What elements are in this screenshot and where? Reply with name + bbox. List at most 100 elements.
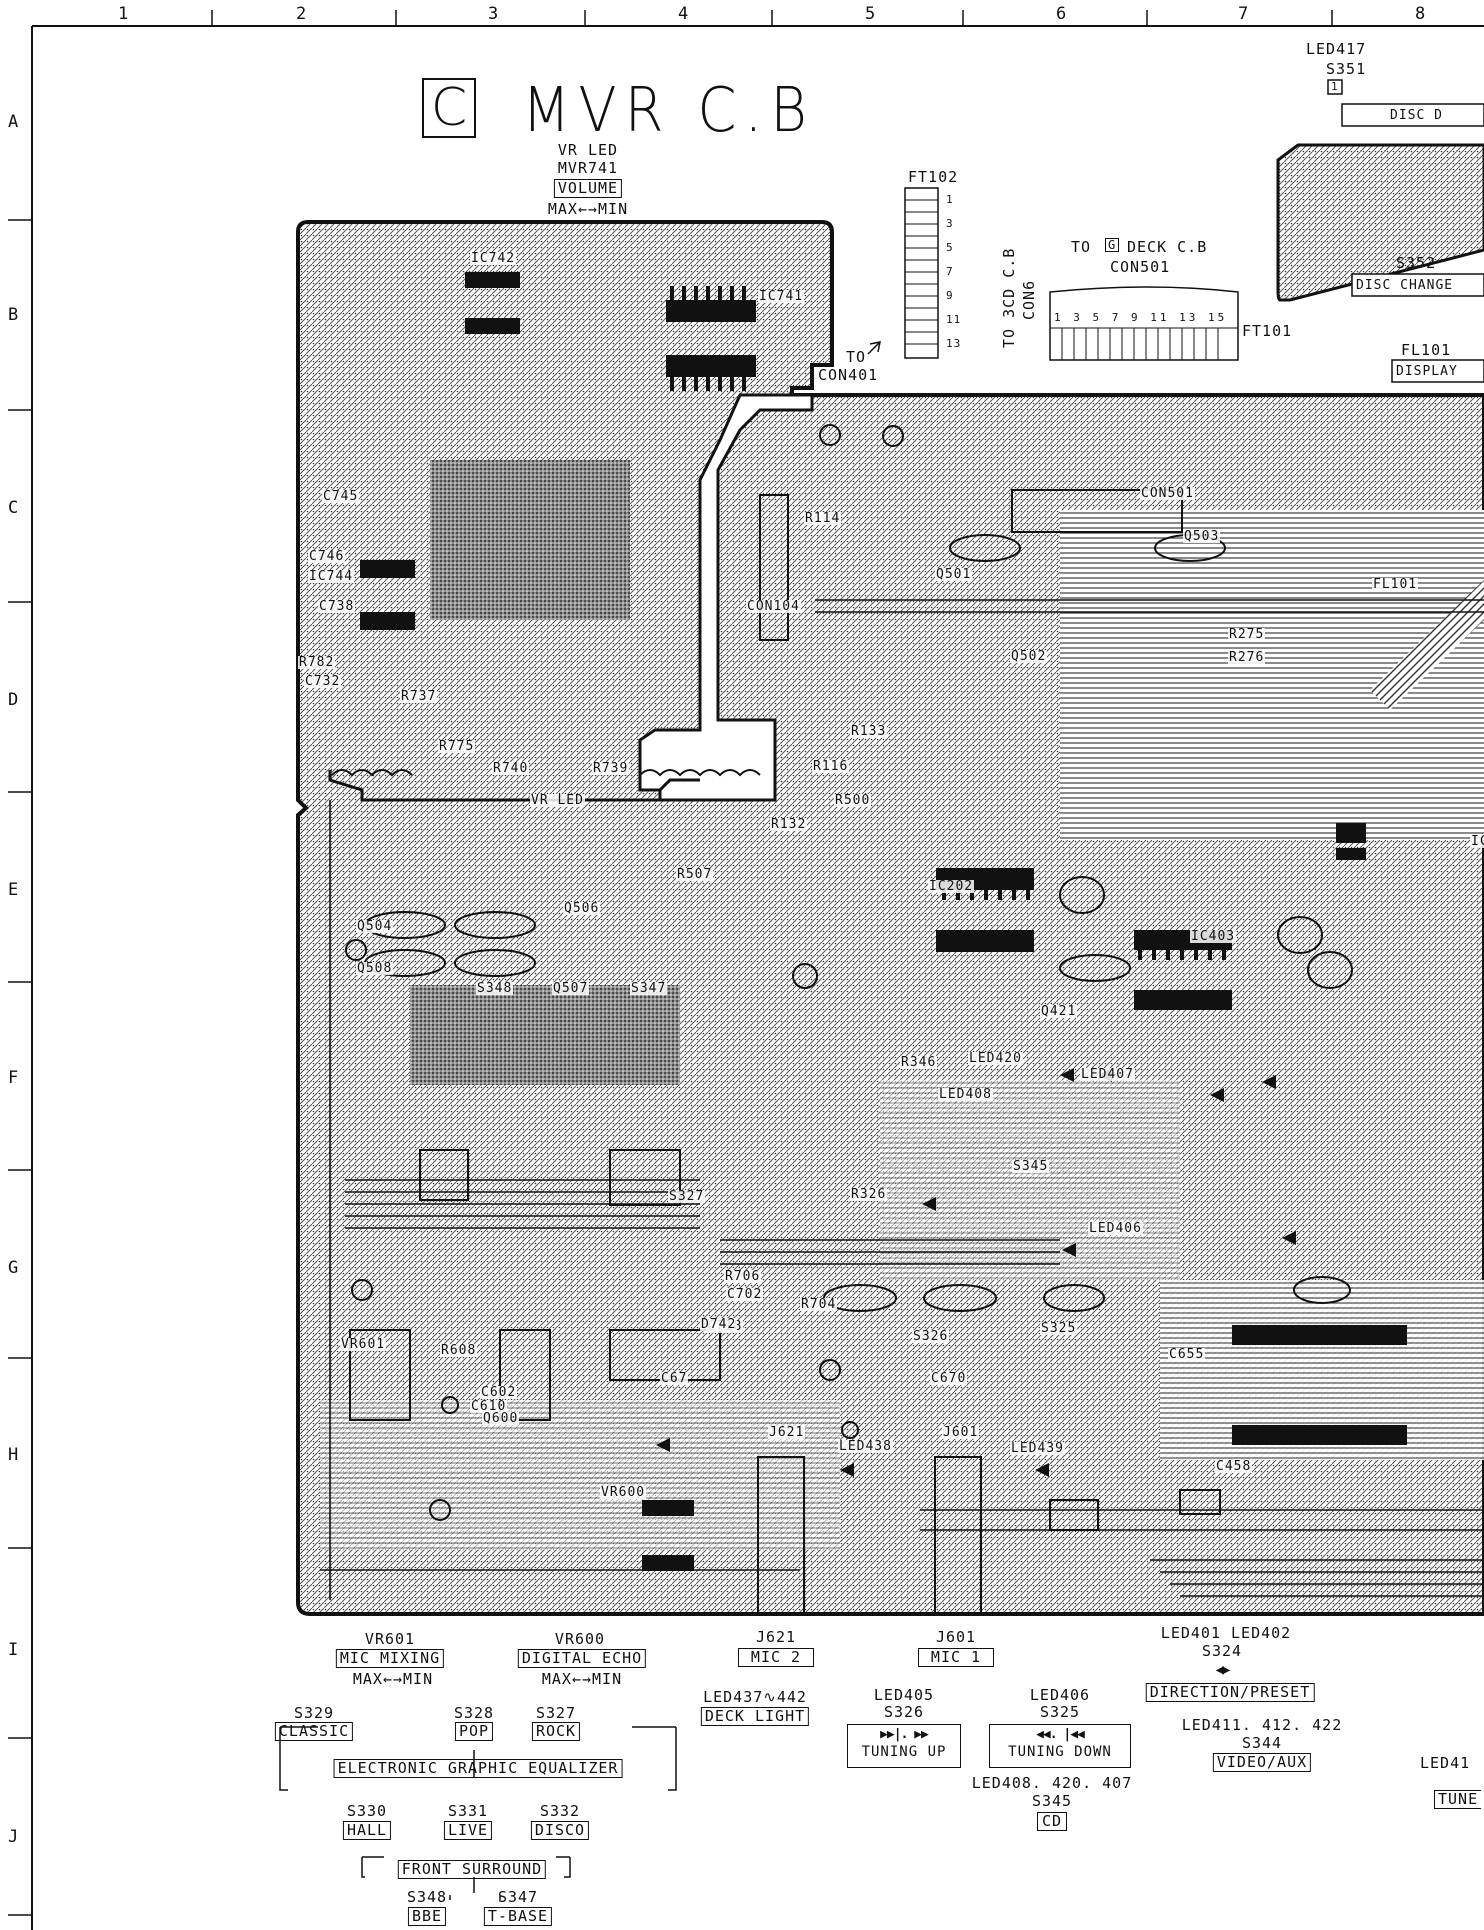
con401-label: CON401 [818,366,879,384]
ruler-row-A: A [8,112,19,132]
graphic-equalizer-box: ELECTRONIC GRAPHIC EQUALIZER [333,1759,623,1778]
component-label-j601: J601 [942,1425,980,1440]
deck-to-label: TO [1071,238,1092,256]
bbe-box: BBE [407,1907,447,1926]
ruler-column-1: 1 [118,4,129,24]
j621-ref: J621 [755,1628,797,1646]
component-label-s348: S348 [476,981,514,996]
tuning-up-box: ▶▶|. ▶▶ TUNING UP [847,1724,961,1768]
ft102-pin-9: 9 [946,289,954,302]
hall-box: HALL [342,1821,392,1840]
component-label-r706: R706 [724,1269,762,1284]
video-aux-box: VIDEO/AUX [1212,1753,1312,1772]
component-label-q508: Q508 [356,961,394,976]
component-label-r740: R740 [492,761,530,776]
mic1-box: MIC 1 [918,1648,994,1667]
ruler-row-E: E [8,880,19,900]
ft102-pin-5: 5 [946,241,954,254]
ruler-row-F: F [8,1068,19,1088]
component-label-j621: J621 [768,1425,806,1440]
mic-mixing-box: MIC MIXING [335,1649,445,1668]
rock-box: ROCK [531,1722,581,1741]
ft102-pin-11: 11 [946,313,962,326]
ruler-column-3: 3 [488,4,499,24]
tuning-up-symbol: ▶▶|. ▶▶ [880,1727,929,1742]
led417-label: LED417 [1306,40,1367,58]
component-label-ic741: IC741 [758,289,805,304]
component-label-r704: R704 [800,1297,838,1312]
page-title: MVR C.B [522,74,815,147]
ruler-row-H: H [8,1445,19,1465]
component-label-con501: CON501 [1140,486,1195,501]
component-label-r500: R500 [834,793,872,808]
component-label-s345: S345 [1012,1159,1050,1174]
tuning-down-box: ◀◀. |◀◀ TUNING DOWN [989,1724,1131,1768]
s347-ref: S347 [497,1888,539,1906]
component-label-c746: C746 [308,549,346,564]
disc-box: DISC D [1390,108,1443,123]
mic-mixing-range: MAX←→MIN [352,1670,434,1688]
ft102-pin-1: 1 [946,193,954,206]
tuning-up-label: TUNING UP [861,1744,947,1760]
component-label-ic201: IC201 [1470,835,1484,848]
component-label-c458: C458 [1215,1459,1253,1474]
s352-label: S352 [1396,254,1437,272]
deck-light-box: DECK LIGHT [700,1707,810,1726]
ft102-pin-7: 7 [946,265,954,278]
s348-ref: S348 [406,1888,448,1906]
pop-box: POP [454,1722,494,1741]
component-label-ic202: IC202 [928,879,975,894]
component-label-c702: C702 [726,1287,764,1302]
to-label: TO [846,348,867,366]
component-label-q506: Q506 [563,901,601,916]
vr-led-label: VR LED [557,141,619,159]
s344-ref: S344 [1241,1734,1283,1752]
classic-box: CLASSIC [274,1722,354,1741]
component-label-r275: R275 [1228,627,1266,642]
s328-ref: S328 [453,1704,495,1722]
component-label-d742: D742 [700,1317,738,1332]
component-label-ic744: IC744 [308,569,355,584]
ft102-pin-13: 13 [946,337,962,350]
volume-box: VOLUME [553,179,623,198]
s344-leds: LED411. 412. 422 [1181,1716,1343,1734]
component-label-vr601: VR601 [340,1337,387,1352]
component-label-r775: R775 [438,739,476,754]
ruler-row-C: C [8,498,19,518]
direction-preset-box: DIRECTION/PRESET [1145,1683,1315,1702]
component-label-s327: S327 [668,1189,706,1204]
component-label-c745: C745 [322,489,360,504]
component-label-r346: R346 [900,1055,938,1070]
mvr741-label: MVR741 [557,159,619,177]
vr601-ref: VR601 [364,1630,416,1648]
disco-box: DISCO [530,1821,590,1840]
component-label-con104: CON104 [746,599,801,614]
component-label-r326: R326 [850,1187,888,1202]
component-label-vr-led: VR LED [530,793,585,808]
component-label-r507: R507 [676,867,714,882]
component-label-r782: R782 [298,655,336,670]
fl101-label: FL101 [1401,341,1452,359]
live-box: LIVE [443,1821,493,1840]
ft101-label: FT101 [1242,322,1293,340]
component-label-r608: R608 [440,1343,478,1358]
led405-label: LED405 [873,1686,935,1704]
disc-change-box: DISC CHANGE [1356,278,1454,293]
s326-ref: S326 [883,1703,925,1721]
component-label-led408: LED408 [938,1087,993,1102]
component-label-led438: LED438 [838,1439,893,1454]
s345-ref: S345 [1031,1792,1073,1810]
component-label-c732: C732 [304,674,342,689]
component-label-q600: Q600 [482,1411,520,1426]
s332-ref: S332 [539,1802,581,1820]
s330-ref: S330 [346,1802,388,1820]
s324-ref: S324 [1201,1642,1243,1660]
digital-echo-box: DIGITAL ECHO [517,1649,647,1668]
component-label-r133: R133 [850,724,888,739]
vr600-ref: VR600 [554,1630,606,1648]
component-label-q503: Q503 [1183,529,1221,544]
volume-range: MAX←→MIN [547,200,629,218]
front-surround-box: FRONT SURROUND [397,1860,547,1879]
s325-ref: S325 [1039,1703,1081,1721]
display-box: DISPLAY [1396,364,1458,379]
